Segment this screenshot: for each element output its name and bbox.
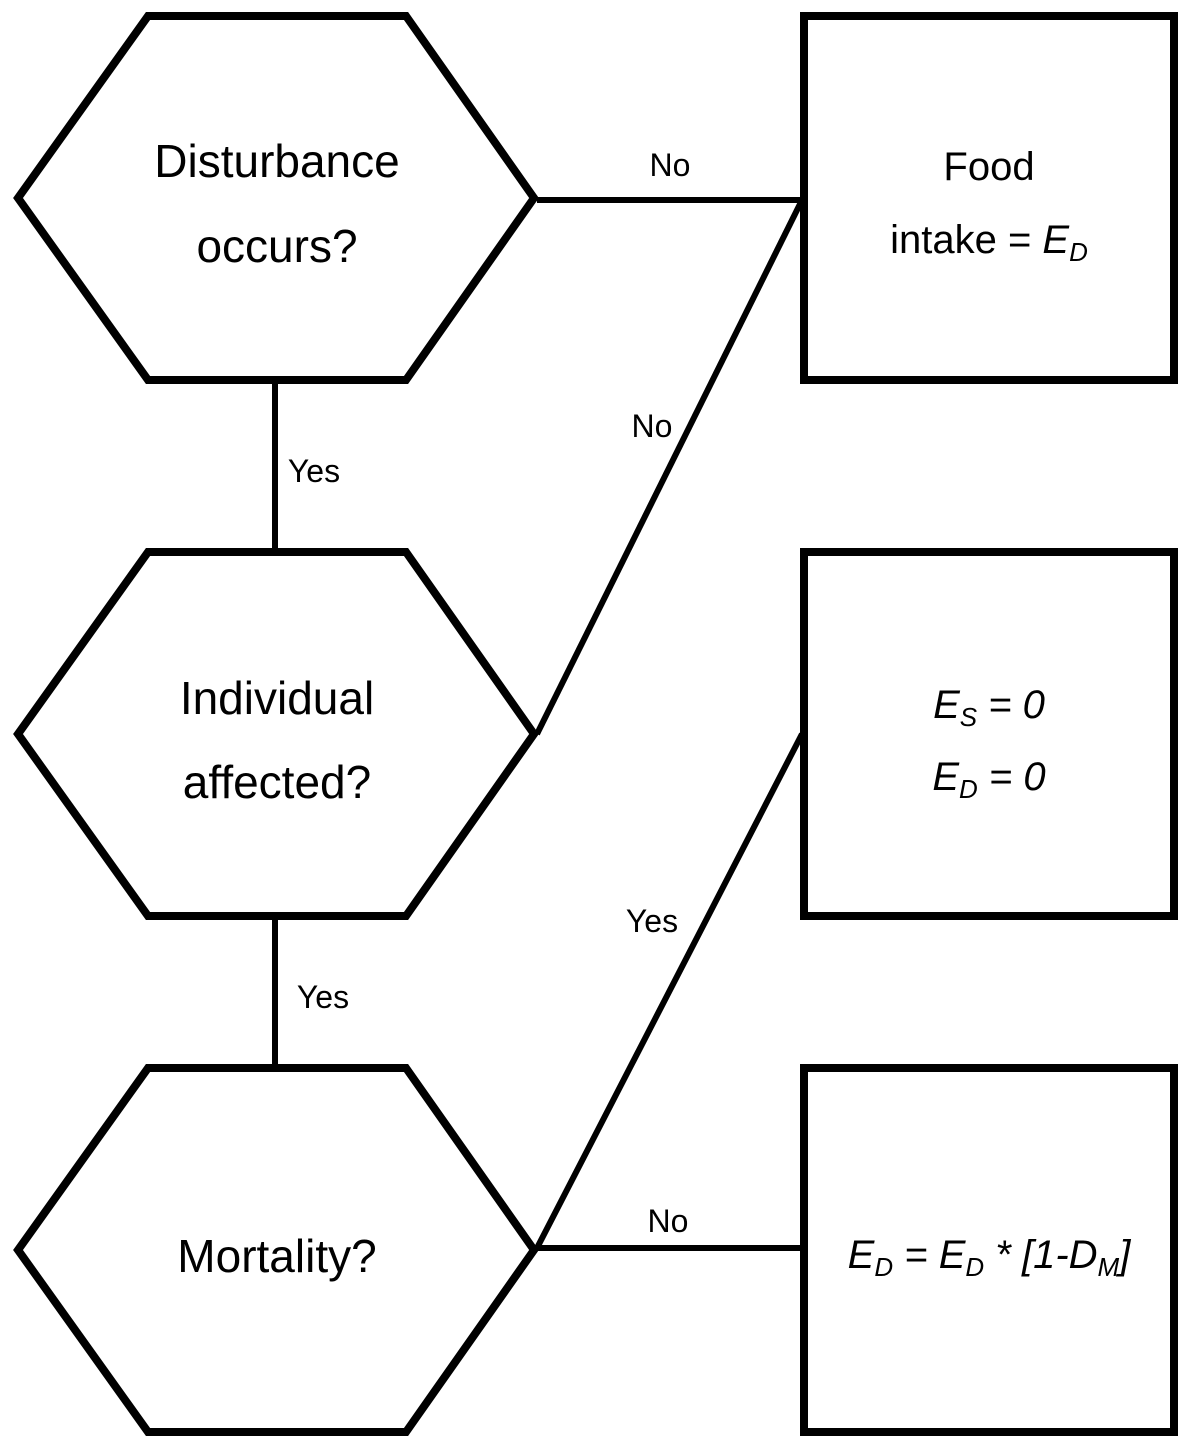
outcome-reduced-equation: ED = ED * [1-DM] [848,1233,1132,1282]
outcome-reduced-mid: = [893,1233,939,1277]
decision-individual-shape [13,548,539,920]
outcome-ed-var: E [932,755,960,799]
decision-individual: Individual affected? [13,548,539,920]
outcome-ed-rest: = 0 [978,755,1046,799]
outcome-reduced-v1: E [848,1233,876,1277]
outcome-reduced-s2: D [965,1252,984,1282]
outcome-reduced-intake: ED = ED * [1-DM] [800,1064,1178,1436]
outcome-reduced-intake-box [800,1064,1178,1436]
outcome-food-intake-text: intake = [890,218,1042,262]
outcome-reduced-op: * [1- [984,1233,1068,1277]
outcome-es-var: E [933,683,961,727]
outcome-food-intake-line1: Food [943,145,1034,189]
outcome-zero-energy-box [800,548,1178,920]
decision-disturbance-shape [13,12,539,384]
decision-individual-line2: affected? [183,756,371,808]
decision-mortality: Mortality? [13,1064,539,1436]
outcome-reduced-v3: D [1069,1233,1098,1277]
outcome-food-intake-box [800,12,1178,384]
outcome-food-intake: Food intake = ED [800,12,1178,384]
decision-disturbance: Disturbance occurs? [13,12,539,384]
outcome-food-intake-sub: D [1069,237,1088,267]
edge-individual-no [534,198,805,736]
decision-mortality-line1: Mortality? [177,1230,376,1282]
edge-label-mortality-yes: Yes [626,903,678,939]
outcome-es-rest: = 0 [977,683,1045,727]
outcome-food-intake-var: E [1042,218,1070,262]
decision-mortality-shape [13,1064,539,1436]
decision-disturbance-line1: Disturbance [154,135,399,187]
outcome-ed-equation: ED = 0 [932,755,1045,804]
edge-label-disturbance-yes: Yes [288,453,340,489]
outcome-zero-energy: ES = 0 ED = 0 [800,548,1178,920]
outcome-reduced-s3: M [1098,1252,1120,1282]
outcome-ed-sub: D [959,774,978,804]
edge-labels: No Yes No Yes Yes No [288,147,691,1239]
outcome-reduced-s1: D [874,1252,893,1282]
outcome-es-sub: S [960,702,978,732]
edge-mortality-yes [534,732,805,1250]
edge-label-individual-yes: Yes [297,979,349,1015]
outcome-food-intake-line2: intake = ED [890,218,1088,267]
outcome-es-equation: ES = 0 [933,683,1045,732]
edge-label-mortality-no: No [648,1203,689,1239]
edge-label-individual-no: No [632,408,673,444]
edge-label-disturbance-no: No [650,147,691,183]
outcome-reduced-v2: E [939,1233,967,1277]
decision-disturbance-line2: occurs? [196,220,357,272]
decision-individual-line1: Individual [180,672,374,724]
outcome-reduced-close: ] [1115,1233,1131,1277]
connectors [272,197,805,1251]
